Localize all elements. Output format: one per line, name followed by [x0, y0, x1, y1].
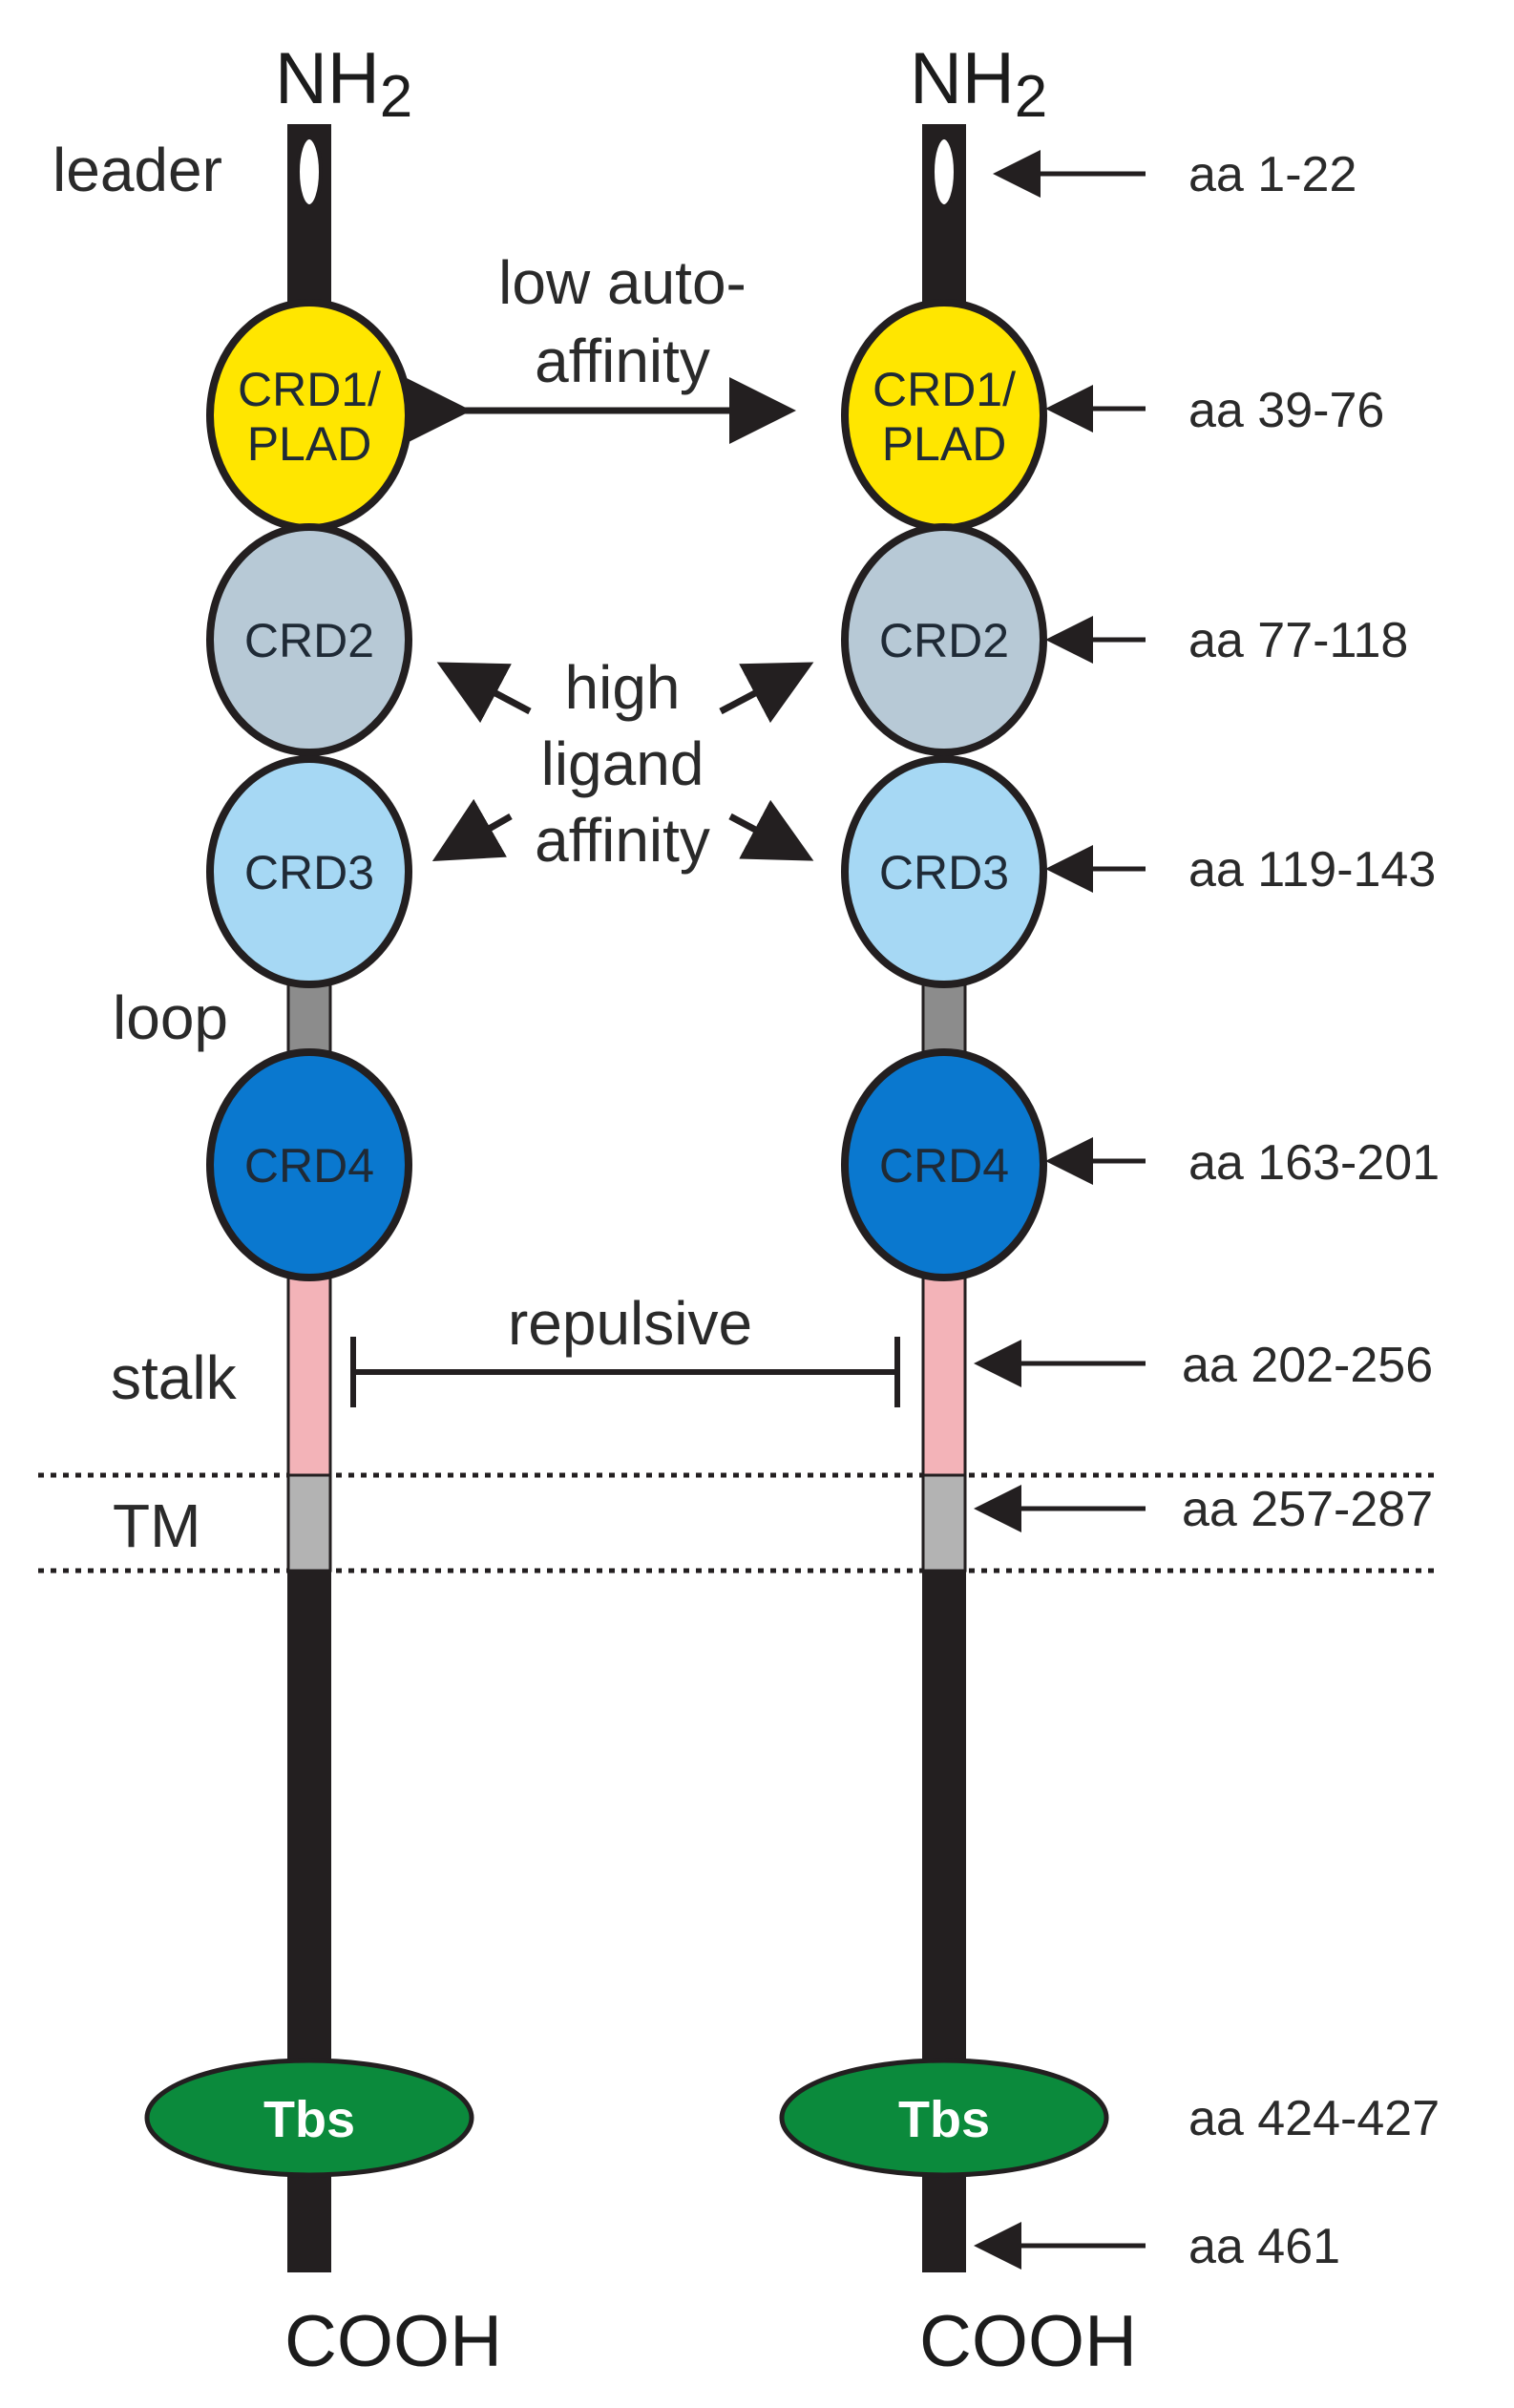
- repulsive-label: repulsive: [508, 1289, 752, 1358]
- residue-label-stalk: aa 202-256: [1182, 1338, 1433, 1393]
- crd4-domain: [841, 1048, 1047, 1281]
- loop-segment: [286, 982, 332, 1062]
- crd3-domain: [841, 755, 1047, 988]
- residue-label-crd2: aa 77-118: [1188, 613, 1408, 668]
- high-affinity-arrow-crd2-left: [436, 662, 532, 724]
- leader-label: leader: [53, 136, 222, 204]
- residue-label-crd1: aa 39-76: [1188, 383, 1384, 438]
- crd1-label-line1: CRD1/: [873, 363, 1016, 416]
- c-terminus-label: COOH: [919, 2301, 1137, 2382]
- crd4-label: CRD4: [244, 1139, 374, 1193]
- residue-label-c-terminus: aa 461: [1188, 2219, 1340, 2274]
- low-affinity-line1: low auto-: [498, 248, 746, 317]
- crd3-label: CRD3: [879, 846, 1009, 899]
- tbs-label: Tbs: [898, 2091, 990, 2148]
- tbs-domain: [144, 2058, 474, 2178]
- residue-label-tbs: aa 424-427: [1188, 2091, 1440, 2146]
- crd1-label-line2: PLAD: [882, 417, 1007, 471]
- high-affinity-line2: ligand: [541, 729, 704, 798]
- low-affinity-line2: affinity: [535, 327, 710, 395]
- stalk-segment: [921, 1273, 967, 1477]
- residue-label-crd3: aa 119-143: [1188, 842, 1436, 898]
- right-receptor: CRD1/ PLAD CRD2 CRD3 CRD4 Tbs NH2 COOH: [779, 38, 1137, 2382]
- high-affinity-arrow-crd2-right: [719, 662, 814, 724]
- crd2-domain: [206, 523, 412, 756]
- high-affinity-line3: affinity: [535, 806, 710, 875]
- stalk-segment: [286, 1273, 332, 1477]
- tbs-label: Tbs: [263, 2091, 355, 2148]
- crd3-label: CRD3: [244, 846, 374, 899]
- residue-label-tm: aa 257-287: [1182, 1482, 1433, 1537]
- residue-label-crd4: aa 163-201: [1188, 1135, 1440, 1191]
- n-terminus-label: NH2: [275, 38, 412, 130]
- loop-segment: [921, 982, 967, 1062]
- residue-pointers: [974, 150, 1146, 2270]
- crd2-label: CRD2: [879, 614, 1009, 667]
- tm-segment: [286, 1473, 332, 1573]
- loop-label: loop: [113, 983, 228, 1052]
- leader-peptide: [931, 136, 957, 208]
- high-affinity-line1: high: [565, 653, 681, 722]
- crd1-label-line1: CRD1/: [238, 363, 381, 416]
- stalk-label: stalk: [111, 1343, 238, 1412]
- leader-peptide: [296, 136, 323, 208]
- left-receptor: CRD1/ PLAD CRD2 CRD3 CRD4 Tbs NH2 COOH: [144, 38, 502, 2382]
- residue-label-leader: aa 1-22: [1188, 147, 1356, 202]
- crd3-domain: [206, 755, 412, 988]
- crd2-domain: [841, 523, 1047, 756]
- tm-label: TM: [113, 1491, 200, 1560]
- c-terminus-label: COOH: [284, 2301, 502, 2382]
- crd1-label-line2: PLAD: [247, 417, 372, 471]
- crd2-label: CRD2: [244, 614, 374, 667]
- high-affinity-arrow-crd3-right: [728, 799, 814, 861]
- repulsive-bar: [350, 1337, 900, 1407]
- tbs-domain: [779, 2058, 1109, 2178]
- high-affinity-arrow-crd3-left: [431, 798, 513, 861]
- n-terminus-label: NH2: [910, 38, 1047, 130]
- tm-segment: [921, 1473, 967, 1573]
- crd4-domain: [206, 1048, 412, 1281]
- crd4-label: CRD4: [879, 1139, 1009, 1193]
